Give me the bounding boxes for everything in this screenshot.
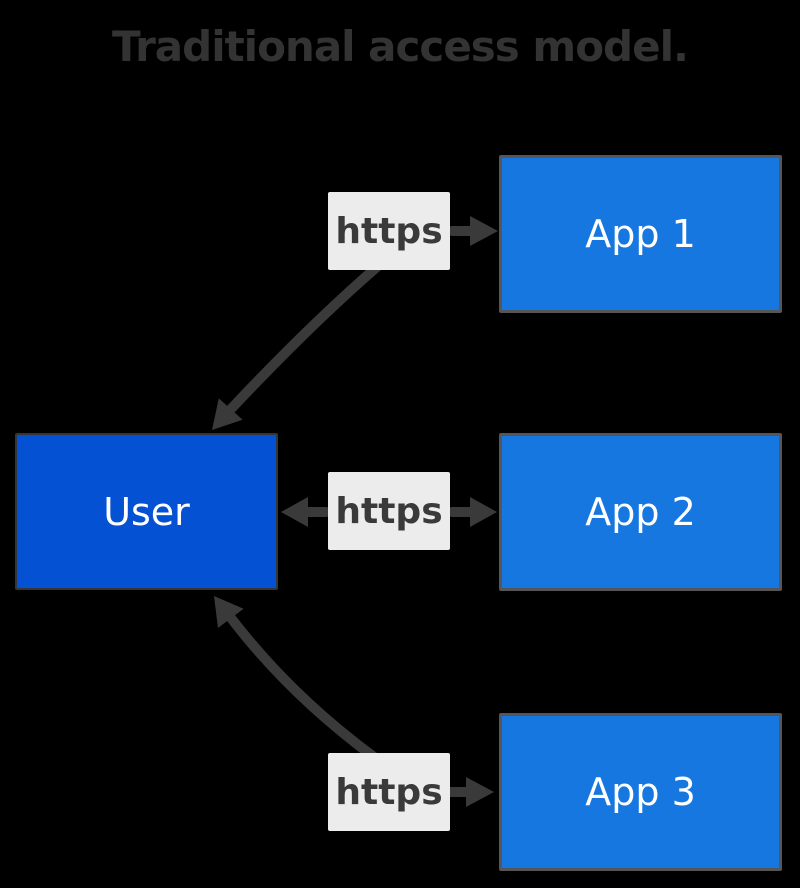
app1-node-label: App 1 — [585, 212, 696, 256]
arrow-https2-to-app2 — [447, 497, 497, 527]
user-node: User — [15, 433, 278, 590]
https-label-1-text: https — [335, 210, 443, 252]
app2-node-label: App 2 — [585, 490, 696, 534]
arrow-https3-to-app3 — [445, 777, 494, 807]
app1-node: App 1 — [499, 155, 782, 313]
arrow-https1-to-app1 — [447, 216, 498, 246]
arrow-https2-to-user — [281, 497, 331, 527]
app3-node-label: App 3 — [585, 770, 696, 814]
https-label-3-text: https — [335, 771, 443, 813]
app2-node: App 2 — [499, 433, 782, 591]
https-label-2: https — [328, 472, 450, 550]
https-label-2-text: https — [335, 490, 443, 532]
https-label-3: https — [328, 753, 450, 831]
user-node-label: User — [103, 489, 190, 534]
app3-node: App 3 — [499, 713, 782, 871]
arrow-https3-to-user — [214, 596, 379, 762]
https-label-1: https — [328, 192, 450, 270]
diagram-title: Traditional access model. — [112, 22, 689, 71]
arrow-https1-to-user — [212, 261, 383, 430]
